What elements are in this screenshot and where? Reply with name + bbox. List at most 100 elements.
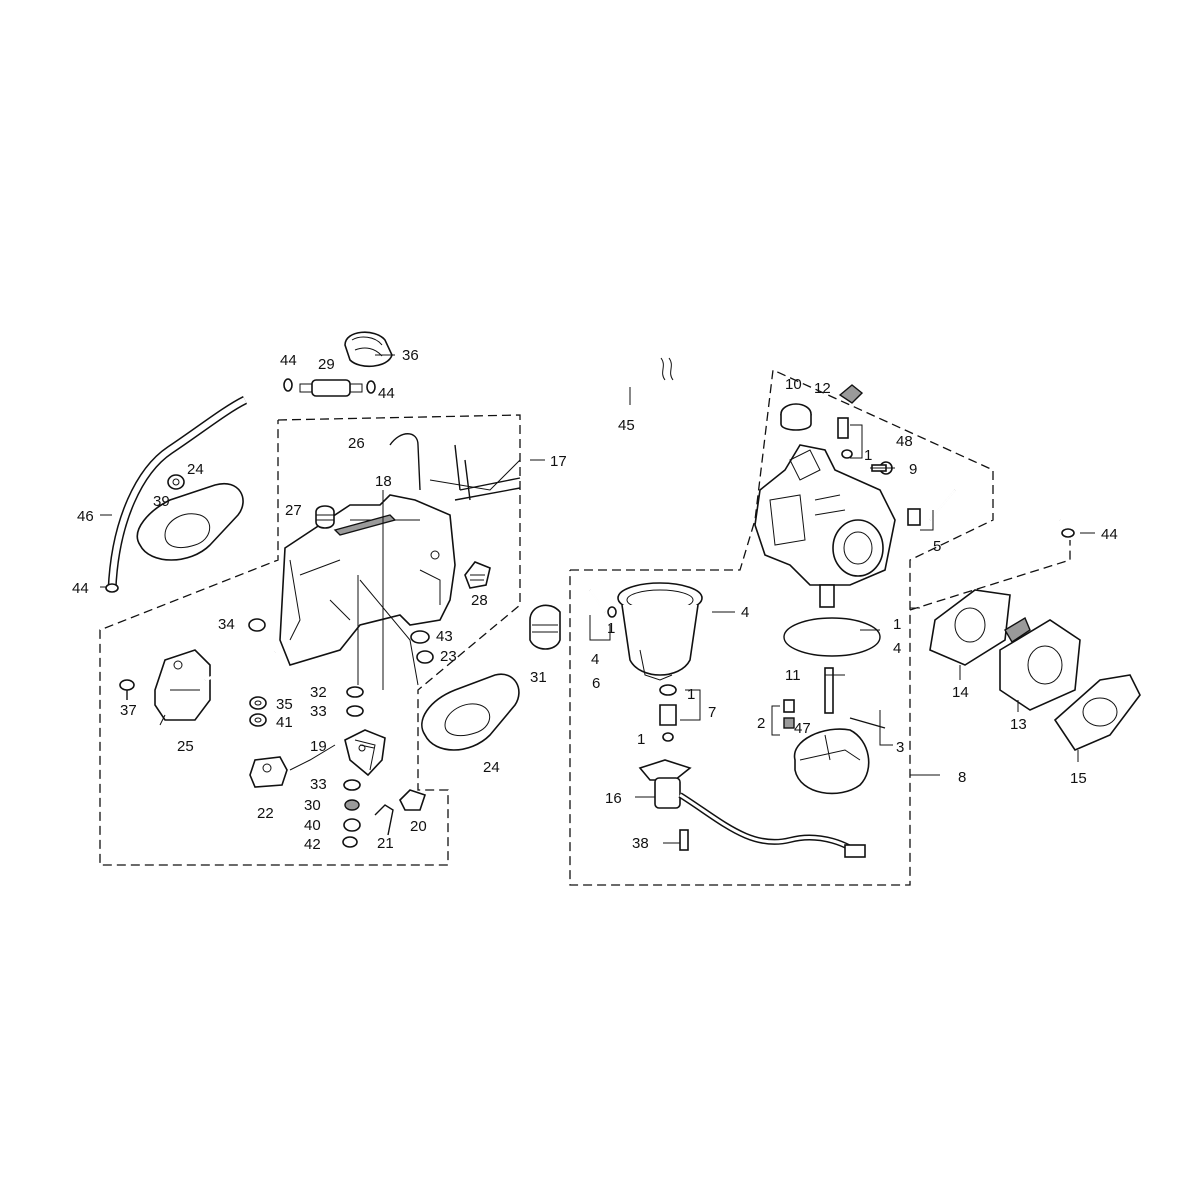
callout-11: 11	[785, 667, 801, 684]
callout-39: 39	[153, 493, 170, 510]
callout-22: 22	[257, 805, 274, 822]
bracket-48	[850, 424, 863, 459]
callout-42: 42	[304, 836, 321, 853]
callout-47: 47	[794, 720, 811, 737]
callout-21: 21	[377, 835, 394, 852]
callout-7: 7	[708, 704, 716, 721]
o-ring-1	[783, 617, 881, 657]
callout-15: 15	[1070, 770, 1087, 787]
callout-4: 4	[591, 651, 599, 668]
callout-4: 4	[893, 640, 901, 657]
jet-11	[824, 667, 834, 714]
leader-lines-right	[100, 387, 1095, 844]
callout-43: 43	[436, 628, 453, 645]
callout-44: 44	[378, 385, 395, 402]
callout-24: 24	[483, 759, 500, 776]
callout-12: 12	[814, 380, 831, 397]
callout-24: 24	[187, 461, 204, 478]
callout-16: 16	[605, 790, 622, 807]
callout-45: 45	[618, 417, 635, 434]
callout-36: 36	[402, 347, 419, 364]
washer-32	[346, 686, 364, 698]
washer-35	[249, 696, 267, 710]
gasket-24-upper	[136, 482, 244, 561]
callout-25: 25	[177, 738, 194, 755]
group-outline-8	[569, 369, 994, 886]
jet-47	[783, 699, 795, 729]
float-8	[793, 728, 870, 795]
bracket-5	[920, 510, 934, 531]
fuel-filter-29	[299, 379, 363, 397]
callout-labels: 44 29 36 44 45 46 24 39 44 26 17 18 27 2…	[72, 347, 1118, 853]
washer-33-a	[346, 705, 364, 717]
callout-1: 1	[687, 686, 695, 703]
leader-lines-left	[289, 354, 545, 771]
callout-29: 29	[318, 356, 335, 373]
drain-7	[659, 684, 677, 742]
callout-46: 46	[77, 508, 94, 525]
callout-48: 48	[896, 433, 913, 450]
spring-21	[374, 804, 394, 836]
bracket-7	[680, 689, 701, 721]
group-outline-17	[99, 414, 521, 866]
clip-44-b	[366, 380, 376, 394]
bracket-19	[344, 729, 386, 777]
callout-41: 41	[276, 714, 293, 731]
rod-26	[389, 433, 521, 501]
callout-30: 30	[304, 797, 321, 814]
callout-37: 37	[120, 702, 137, 719]
float-chamber-4	[617, 582, 703, 681]
part-22	[249, 756, 288, 788]
spring-27	[315, 505, 335, 529]
callout-28: 28	[471, 592, 488, 609]
callout-8: 8	[958, 769, 966, 786]
gasket-14	[929, 589, 1011, 666]
screw-6	[589, 589, 617, 618]
callout-33: 33	[310, 703, 327, 720]
washer-40	[343, 818, 361, 832]
screw-12	[837, 384, 864, 439]
clip-44-d	[1061, 528, 1075, 538]
bracket-6	[589, 615, 611, 641]
callout-9: 9	[909, 461, 917, 478]
callout-1: 1	[637, 731, 645, 748]
callout-35: 35	[276, 696, 293, 713]
callout-27: 27	[285, 502, 302, 519]
callout-4: 4	[741, 604, 749, 621]
callout-38: 38	[632, 835, 649, 852]
clip-44-c	[105, 583, 119, 593]
callout-33: 33	[310, 776, 327, 793]
callout-19: 19	[310, 738, 327, 755]
callout-44: 44	[1101, 526, 1118, 543]
callout-17: 17	[550, 453, 567, 470]
callout-34: 34	[218, 616, 235, 633]
callout-10: 10	[785, 376, 802, 393]
washer-30	[344, 799, 360, 811]
callout-14: 14	[952, 684, 969, 701]
insulator-31	[529, 604, 561, 650]
callout-18: 18	[375, 473, 392, 490]
bracket-2	[771, 705, 780, 736]
nut-34	[248, 618, 266, 632]
solenoid-16	[638, 759, 866, 858]
callout-5: 5	[933, 538, 941, 555]
callout-13: 13	[1010, 716, 1027, 733]
plate-13	[999, 616, 1081, 711]
callout-44: 44	[72, 580, 89, 597]
fuel-tube-45	[379, 357, 1062, 521]
callout-20: 20	[410, 818, 427, 835]
clamp-36	[344, 331, 393, 368]
gasket-24-lower	[421, 673, 520, 751]
callout-26: 26	[348, 435, 365, 452]
bolt-37	[119, 679, 135, 700]
callout-44: 44	[280, 352, 297, 369]
fuel-tube-46	[107, 395, 248, 591]
gasket-15	[1053, 674, 1141, 751]
screw-5	[907, 489, 956, 526]
callout-3: 3	[896, 739, 904, 756]
washer-1a	[841, 449, 853, 459]
callout-32: 32	[310, 684, 327, 701]
washer-33-b	[343, 779, 361, 791]
cap-10	[780, 403, 812, 431]
